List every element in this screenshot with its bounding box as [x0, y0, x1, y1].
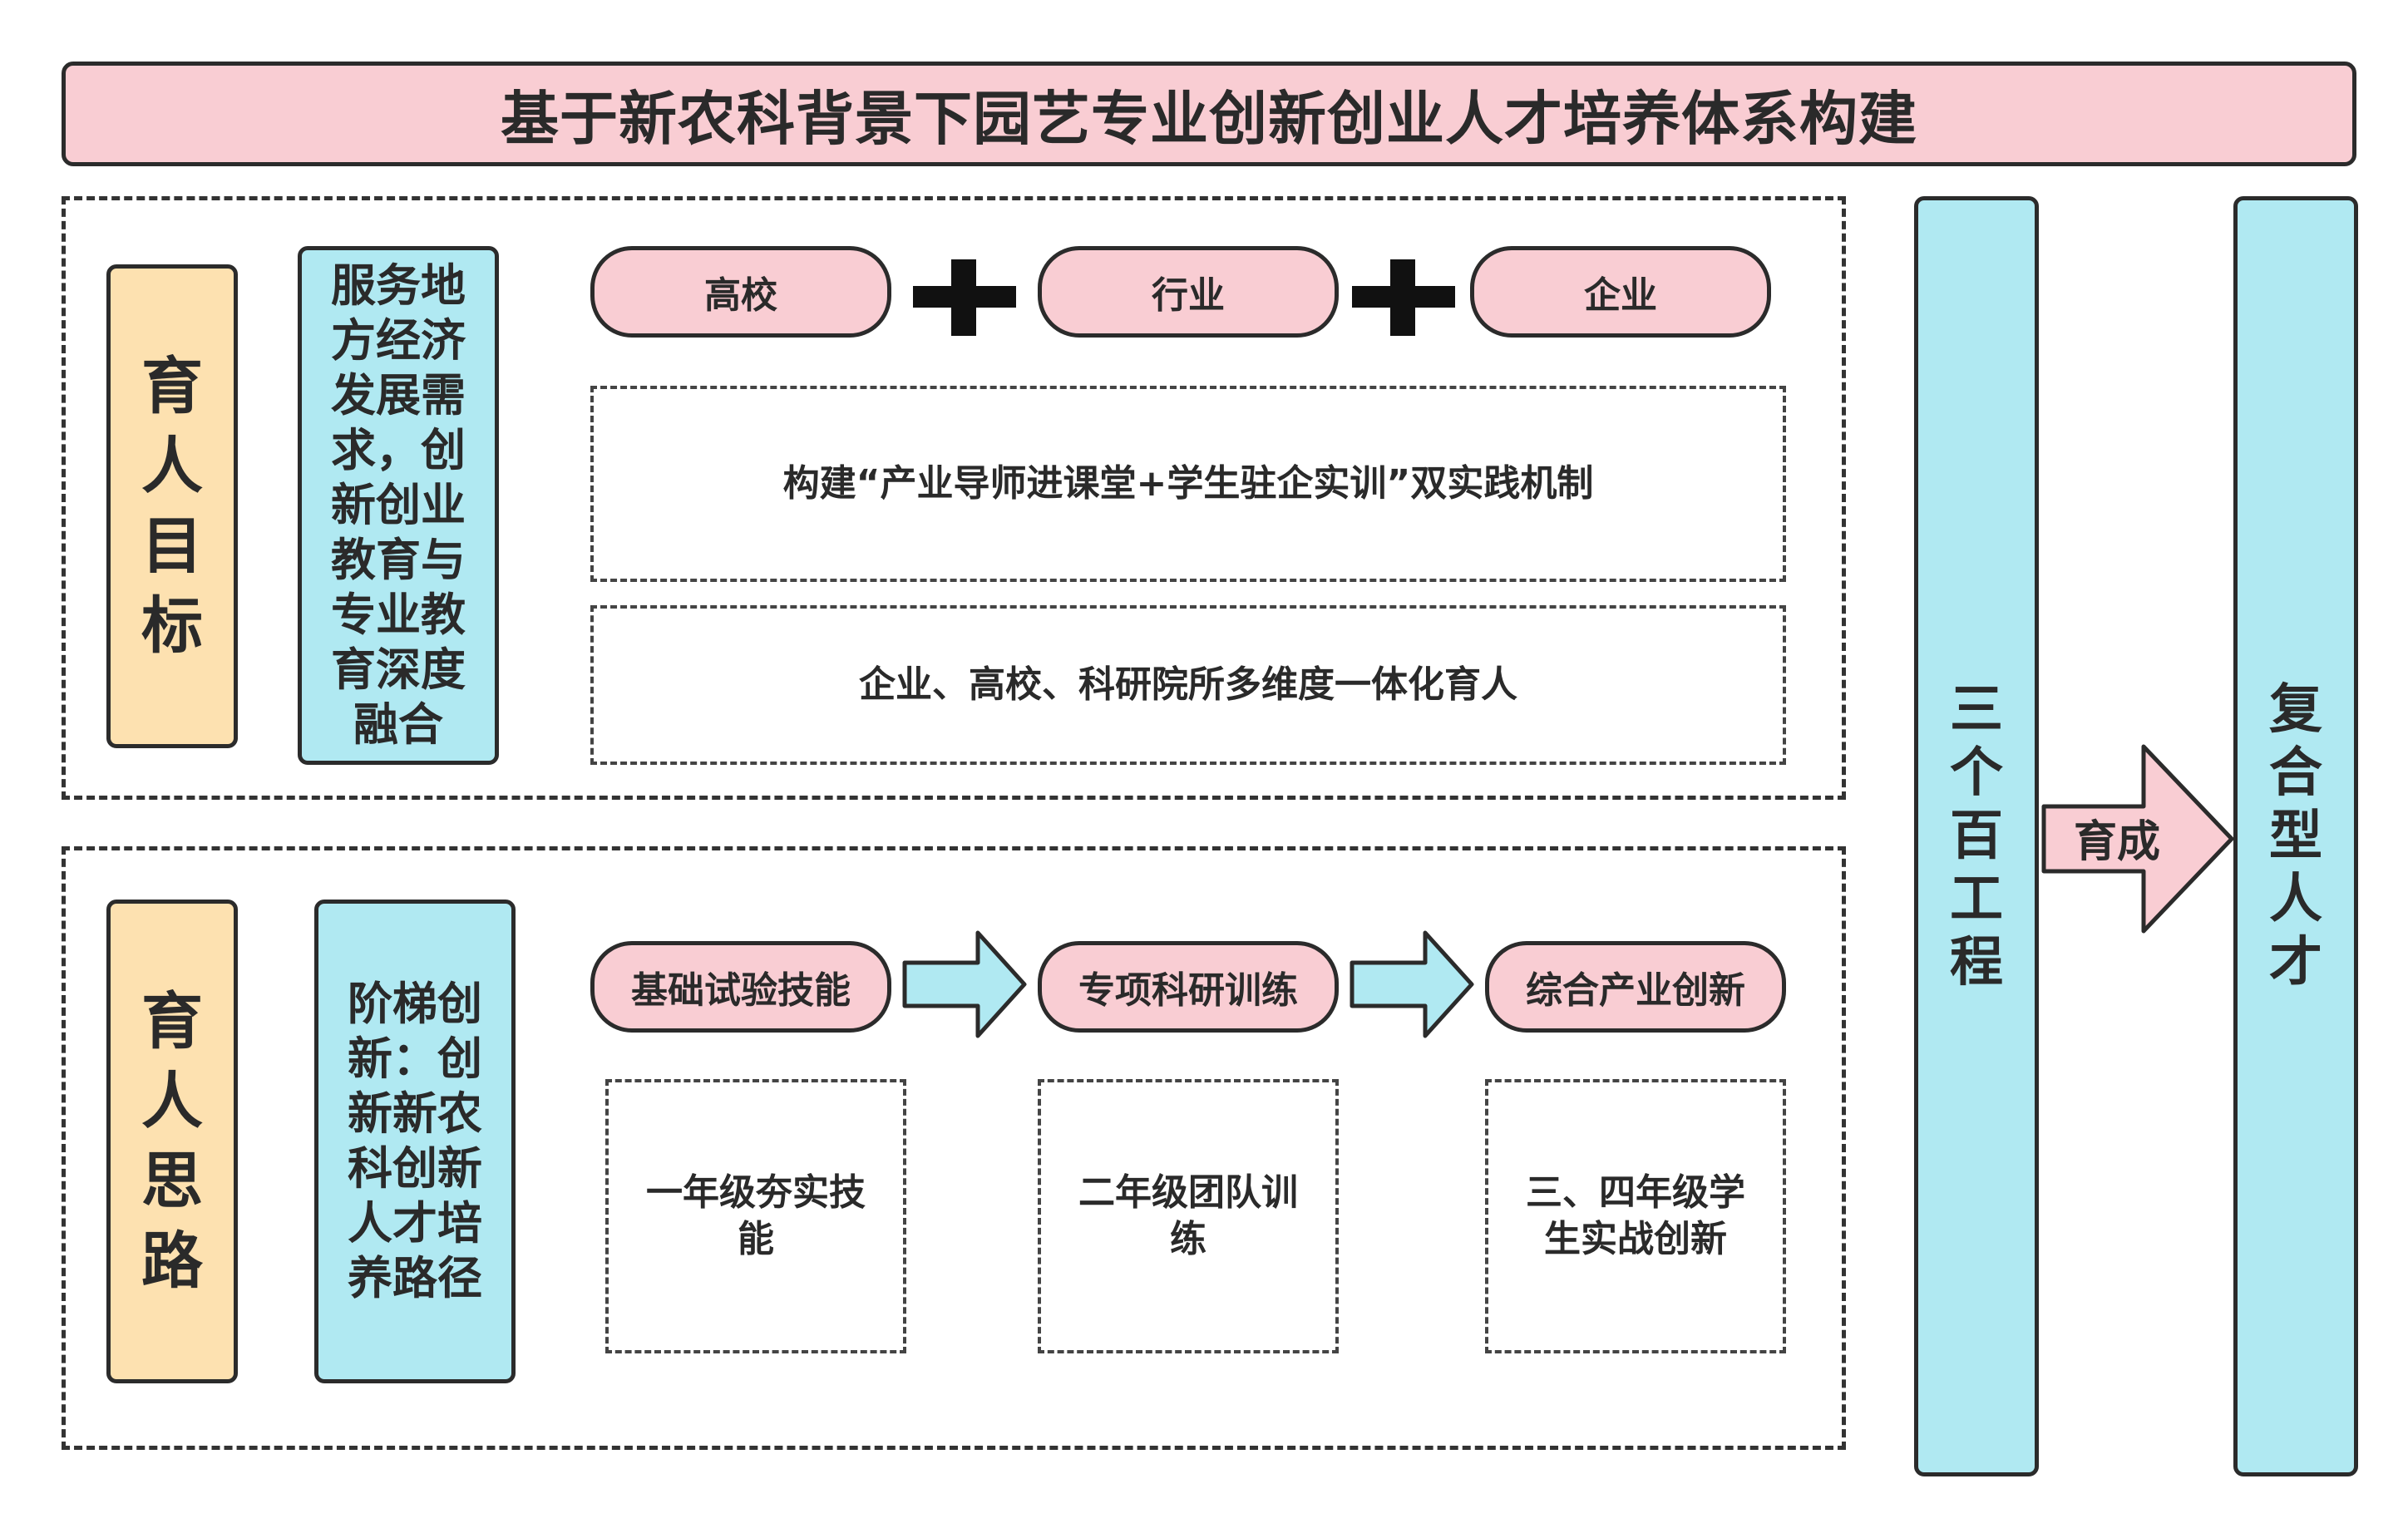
- goal-label: 育人目标: [141, 351, 203, 662]
- partner-industry: 行业: [1038, 246, 1339, 338]
- stage-industry: 综合产业创新: [1485, 941, 1786, 1033]
- detail-year2: 二年级团队训练: [1038, 1079, 1339, 1353]
- talent-label: 复合型人才: [2269, 679, 2322, 993]
- goal-desc: 服务地方经济发展需求，创新创业教育与专业教育深度融合: [331, 259, 466, 751]
- big-arrow-icon: [2041, 744, 2234, 934]
- detail-year34: 三、四年级学生实战创新: [1485, 1079, 1786, 1353]
- mechanism-box: 构建“产业导师进课堂+学生驻企实训”双实践机制: [590, 386, 1786, 582]
- arrow-label: 育成: [2073, 817, 2160, 867]
- plus-icon: [1352, 259, 1455, 336]
- detail-year2-text: 二年级团队训练: [1078, 1171, 1298, 1260]
- goal-label-box: 育人目标: [106, 264, 238, 748]
- detail-year1: 一年级夯实技能: [605, 1079, 906, 1353]
- path-label-box: 育人思路: [106, 900, 238, 1383]
- goal-desc-box: 服务地方经济发展需求，创新创业教育与专业教育深度融合: [298, 246, 499, 765]
- path-panel: [62, 846, 1846, 1450]
- detail-year1-text: 一年级夯实技能: [646, 1171, 866, 1260]
- arrow-right-icon: [902, 930, 1027, 1038]
- path-label: 育人思路: [141, 986, 203, 1297]
- integration-box: 企业、高校、科研院所多维度一体化育人: [590, 605, 1786, 765]
- partner-university: 高校: [590, 246, 891, 338]
- arrow-right-icon: [1350, 930, 1474, 1038]
- path-desc-box: 阶梯创新：创新新农科创新人才培养路径: [314, 900, 516, 1383]
- talent-box: 复合型人才: [2233, 196, 2358, 1476]
- plus-icon: [913, 259, 1016, 336]
- project-label: 三个百工程: [1950, 679, 2003, 993]
- path-desc: 阶梯创新：创新新农科创新人才培养路径: [348, 978, 482, 1304]
- page-title: 基于新农科背景下园艺专业创新创业人才培养体系构建: [62, 62, 2356, 166]
- goal-panel: [62, 196, 1846, 800]
- detail-year34-text: 三、四年级学生实战创新: [1526, 1171, 1745, 1260]
- stage-basic: 基础试验技能: [590, 941, 891, 1033]
- stage-research: 专项科研训练: [1038, 941, 1339, 1033]
- project-box: 三个百工程: [1914, 196, 2039, 1476]
- partner-enterprise: 企业: [1470, 246, 1771, 338]
